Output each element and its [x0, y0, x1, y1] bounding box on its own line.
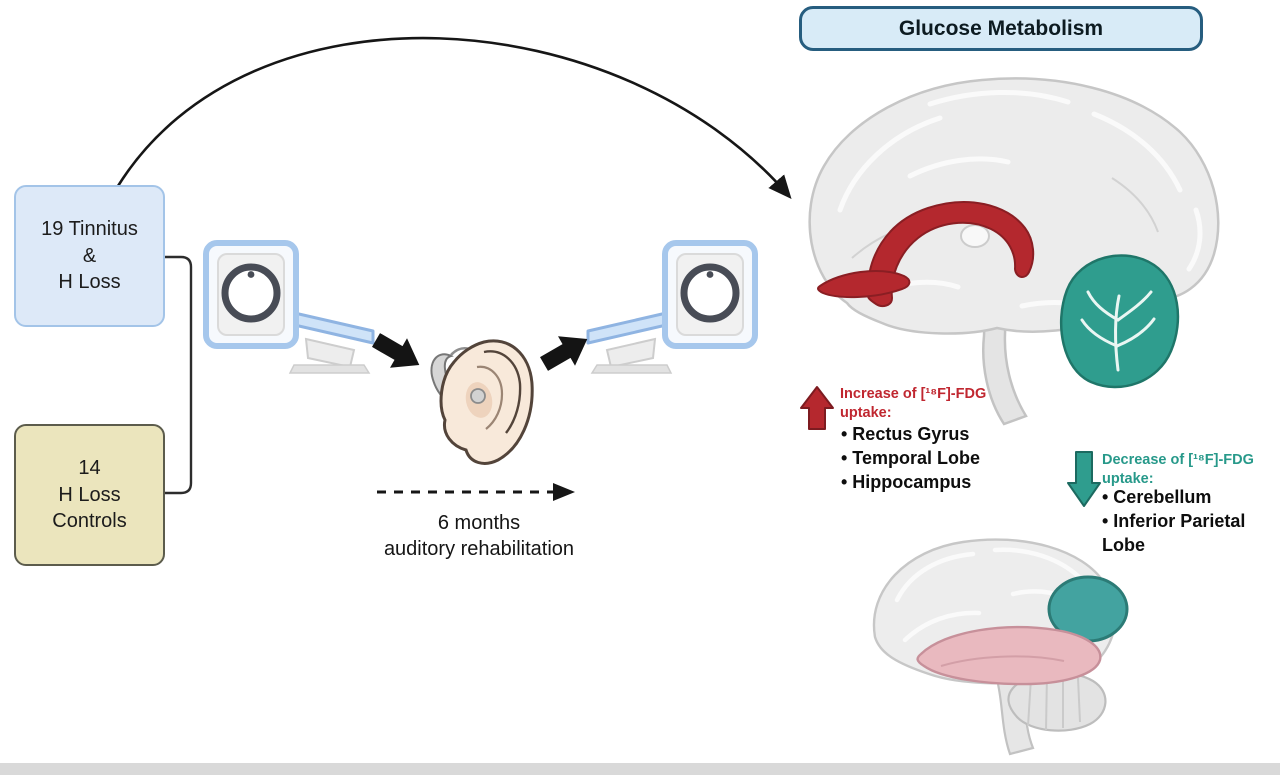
tinnitus-group-box: 19 Tinnitus & H Loss: [14, 185, 165, 327]
finding-item: • Rectus Gyrus: [841, 424, 970, 444]
ear-icon: [430, 339, 534, 465]
rectus-gyrus-highlight: [817, 270, 911, 299]
finding-item: • Inferior Parietal Lobe: [1102, 510, 1246, 555]
increase-arrow-icon: [800, 386, 834, 430]
pet-scanner-icon-left: [206, 243, 373, 373]
corpus-callosum-highlight: [866, 201, 1035, 307]
brain-sagittal-illustration: [808, 77, 1220, 426]
finding-item: • Cerebellum: [1102, 487, 1212, 507]
decrease-arrow-icon: [1067, 451, 1101, 507]
decrease-items: • Cerebellum • Inferior Parietal Lobe: [1102, 486, 1280, 558]
dashed-arrow: [377, 483, 575, 501]
brain-lateral-illustration: [872, 538, 1129, 756]
arrow-to-ear-icon: [367, 325, 428, 380]
decrease-header: Decrease of [¹⁸F]-FDG uptake:: [1102, 452, 1254, 487]
arbor-vitae-lines: [1080, 290, 1156, 372]
glucose-metabolism-title: Glucose Metabolism: [799, 6, 1203, 51]
rehabilitation-caption: 6 months auditory rehabilitation: [383, 512, 575, 561]
curved-arrow: [116, 36, 792, 199]
finding-item: • Temporal Lobe: [841, 447, 980, 468]
controls-group-box: 14 H Loss Controls: [14, 424, 165, 566]
increase-header: Increase of [¹⁸F]-FDG uptake:: [840, 386, 987, 421]
cerebellum-highlight: [1059, 254, 1180, 389]
bottom-edge-bar: [0, 763, 1280, 775]
increase-items: • Rectus Gyrus • Temporal Lobe • Hippoca…: [841, 423, 1036, 495]
finding-item: • Hippocampus: [841, 471, 972, 492]
pet-scanner-icon-right: [588, 243, 755, 373]
cohort-bracket: [163, 255, 193, 495]
